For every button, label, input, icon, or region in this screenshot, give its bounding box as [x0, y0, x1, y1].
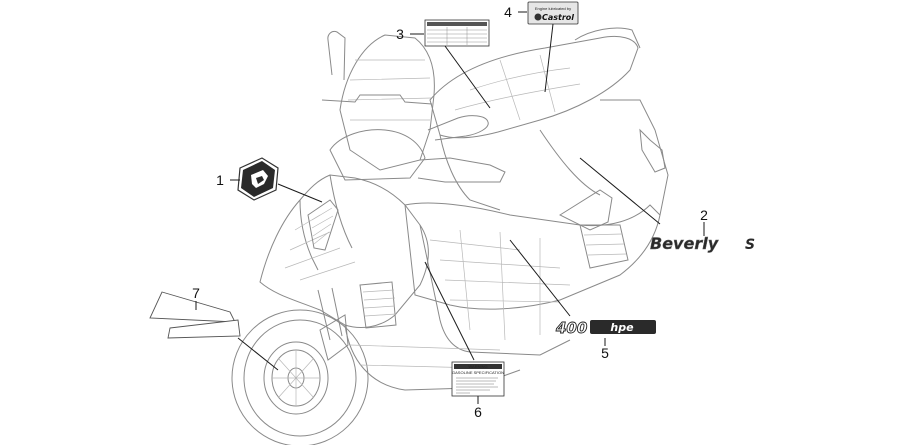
leader-lines [195, 11, 705, 404]
fork-strip-decal [149, 291, 241, 339]
callout-numbers: 1 2 3 4 5 6 7 [192, 4, 708, 420]
castrol-decal: Engine lubricated by Castrol [527, 1, 579, 25]
model-name-text: Beverly [650, 234, 719, 253]
front-fairing [259, 174, 429, 328]
callout-7: 7 [192, 285, 200, 301]
info-label-decal [424, 19, 490, 47]
handlebar [321, 94, 506, 183]
body-panels [359, 202, 661, 356]
rear-section [539, 99, 669, 269]
callout-5: 5 [601, 345, 609, 361]
callout-6: 6 [474, 404, 482, 420]
callout-2: 2 [700, 207, 708, 223]
callout-4: 4 [504, 4, 512, 20]
seat [429, 27, 641, 211]
engine-badge-suffix-text: hpe [610, 321, 634, 334]
model-suffix-text: S [745, 237, 755, 253]
castrol-brand-text: Castrol [542, 13, 574, 22]
front-emblem-decal [237, 157, 279, 201]
beverly-s-decal: Beverly S [650, 234, 755, 253]
engine-badge-text: 400 [555, 319, 587, 337]
scooter-drawing [231, 27, 669, 445]
engine-badge-decal: 400 hpe [555, 319, 656, 337]
warning-decal: WARNING GASOLINE SPECIFICATION [451, 361, 505, 397]
warning-title-text: GASOLINE SPECIFICATION [452, 370, 504, 375]
front-wheel [231, 309, 369, 445]
callout-1: 1 [216, 172, 224, 188]
castrol-line1-text: Engine lubricated by [535, 6, 571, 11]
windscreen [327, 31, 489, 171]
warning-header-text: WARNING [468, 364, 487, 369]
callout-3: 3 [396, 26, 404, 42]
